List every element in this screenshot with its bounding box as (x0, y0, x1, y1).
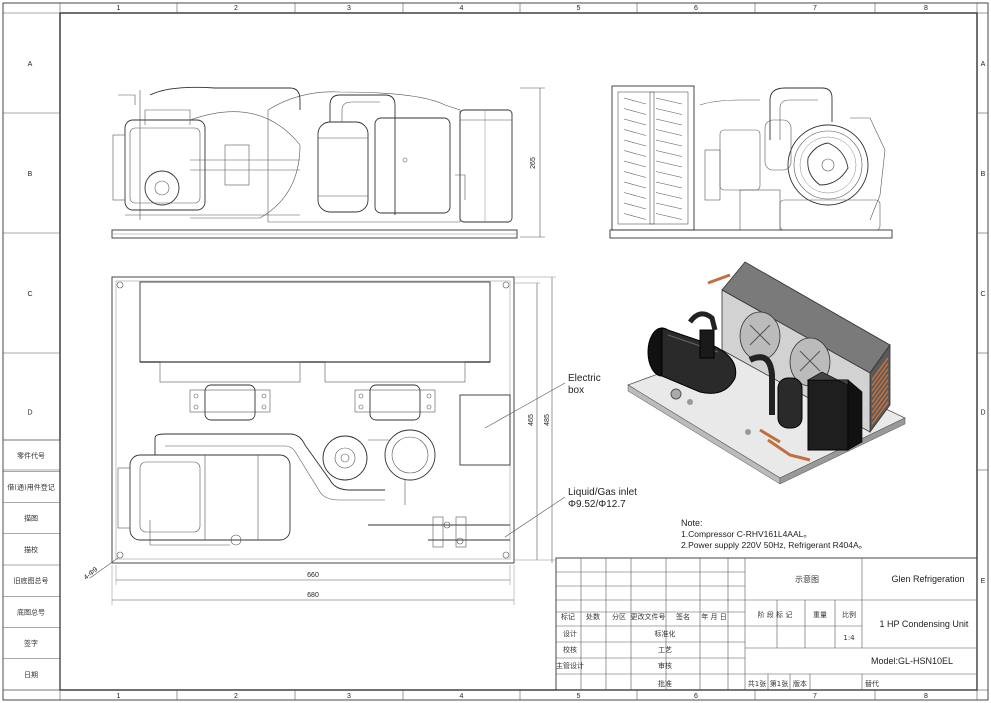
plan-width-inner-dim: 660 (307, 572, 319, 579)
plan-view (89, 276, 566, 605)
role-left: 主管设计 (556, 661, 584, 670)
diagram-label: 示意图 (795, 574, 819, 584)
column-label-top: 4 (460, 5, 464, 12)
row-label-right: A (981, 61, 986, 68)
column-label-bottom: 7 (813, 693, 817, 700)
role-left: 校核 (563, 645, 577, 654)
role-right: 审核 (658, 661, 672, 670)
stage-header: 比例 (842, 610, 856, 619)
hole-dim: 4-Φ9 (83, 566, 100, 582)
version-label: 版本 (793, 679, 807, 688)
record-label: 描图 (24, 514, 38, 523)
side-view (609, 85, 893, 239)
column-label-top: 6 (694, 5, 698, 12)
revision-header: 年 月 日 (701, 612, 726, 621)
revision-header: 更改文件号 (631, 612, 666, 621)
record-label: 日期 (24, 671, 38, 679)
row-label-right: B (981, 171, 986, 178)
revision-header: 签名 (676, 612, 690, 621)
isometric-view (627, 261, 906, 485)
company-name: Glen Refrigeration (891, 574, 964, 584)
record-label: 旧底图总号 (14, 576, 49, 585)
plan-depth-outer-dim: 485 (544, 414, 551, 426)
stage-header: 阶 段 标 记 (758, 610, 793, 619)
row-label-left: A (28, 61, 33, 68)
column-label-bottom: 5 (577, 693, 581, 700)
note-heading: Note: (681, 518, 703, 528)
title-block (555, 557, 978, 691)
row-label-right: C (980, 291, 985, 298)
product-name: 1 HP Condensing Unit (880, 619, 969, 629)
front-height-dim: 265 (530, 157, 537, 169)
row-label-left: C (27, 291, 32, 298)
column-label-top: 7 (813, 5, 817, 12)
column-label-bottom: 4 (460, 693, 464, 700)
column-label-bottom: 1 (117, 693, 121, 700)
column-label-bottom: 8 (924, 693, 928, 700)
column-label-top: 3 (347, 5, 351, 12)
row-label-right: E (981, 578, 986, 585)
record-label: 借(通)用件登记 (7, 482, 54, 491)
record-label: 零件代号 (17, 451, 45, 460)
inlet-label: Liquid/Gas inlet (568, 487, 637, 498)
role-right: 批准 (658, 679, 672, 688)
column-label-bottom: 2 (234, 693, 238, 700)
column-label-top: 8 (924, 5, 928, 12)
row-label-left: B (28, 171, 33, 178)
row-label-right: D (980, 410, 985, 417)
revision-header: 分区 (612, 612, 626, 621)
electric-box-label: box (568, 385, 584, 396)
stage-header: 重量 (813, 611, 827, 619)
record-label: 签字 (24, 639, 38, 648)
replaces-label: 替代 (865, 679, 879, 688)
revision-header: 标记 (561, 612, 575, 621)
role-left: 设计 (563, 629, 577, 638)
model-number: Model:GL-HSN10EL (871, 656, 953, 666)
note-line-2: 2.Power supply 220V 50Hz, Refrigerant R4… (681, 540, 867, 550)
inlet-size-label: Φ9.52/Φ12.7 (568, 499, 626, 510)
record-label: 描校 (24, 545, 38, 554)
column-label-top: 1 (117, 5, 121, 12)
column-label-top: 2 (234, 5, 238, 12)
scale-value: 1:4 (843, 634, 855, 642)
record-label: 底图总号 (17, 607, 45, 616)
note-line-1: 1.Compressor C-RHV161L4AAL。 (681, 529, 812, 539)
plan-width-outer-dim: 680 (307, 592, 319, 599)
column-label-bottom: 6 (694, 693, 698, 700)
column-label-bottom: 3 (347, 693, 351, 700)
role-right: 工艺 (658, 646, 672, 654)
sheet-count: 共1张 (748, 679, 766, 688)
role-right: 标准化 (655, 629, 676, 638)
electric-box-label: Electric (568, 373, 601, 384)
revision-header: 处数 (586, 612, 600, 621)
plan-depth-inner-dim: 465 (528, 414, 535, 426)
column-label-top: 5 (577, 5, 581, 12)
front-view (111, 86, 545, 239)
row-label-left: D (27, 410, 32, 417)
sheet-number: 第1张 (770, 679, 788, 688)
